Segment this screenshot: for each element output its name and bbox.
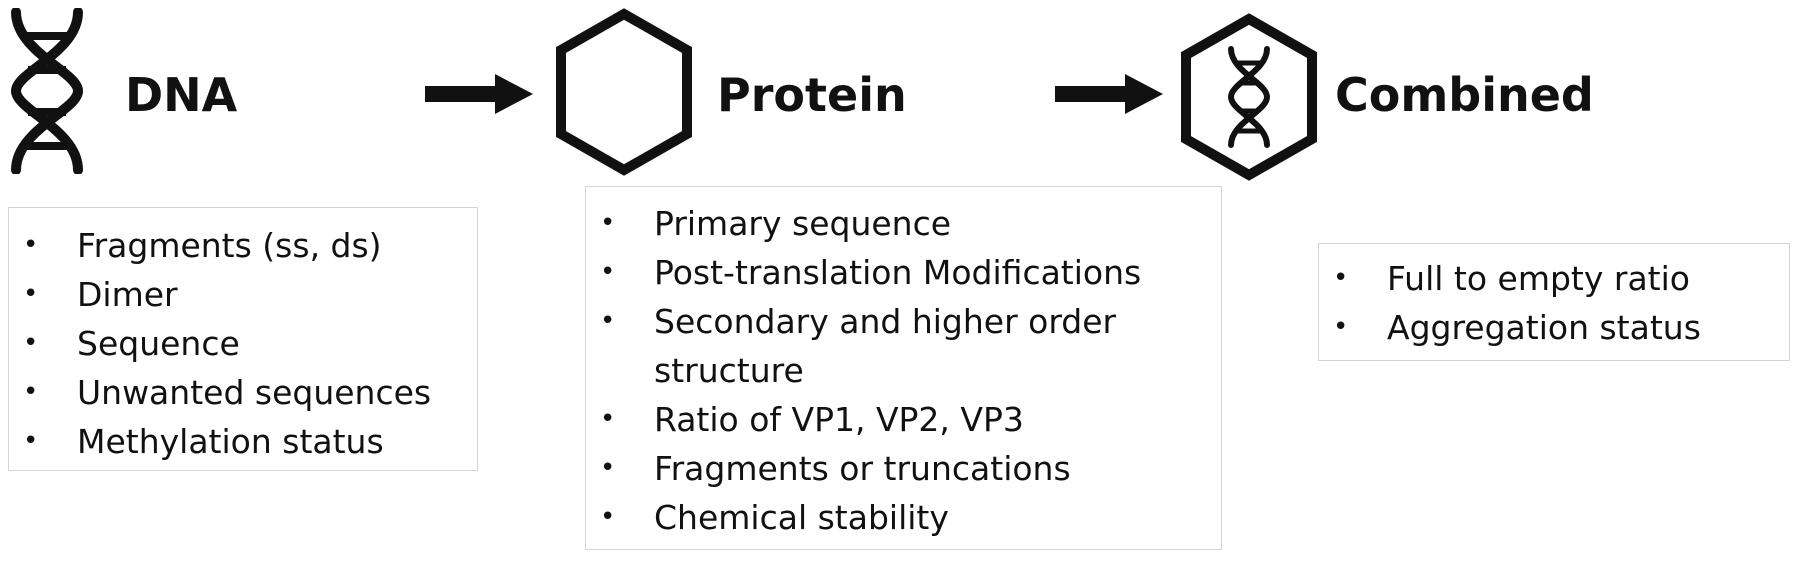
- list-item: Secondary and higher order: [586, 297, 1221, 346]
- list-item: Fragments (ss, ds): [9, 221, 477, 270]
- hexagon-icon: [553, 6, 695, 178]
- list-item: Fragments or truncations: [586, 444, 1221, 493]
- combined-title: Combined: [1335, 68, 1594, 122]
- dna-title: DNA: [125, 68, 238, 122]
- right-arrow-icon: [1055, 73, 1163, 115]
- list-item: Ratio of VP1, VP2, VP3: [586, 395, 1221, 444]
- right-arrow-icon: [425, 73, 533, 115]
- dna-helix-icon: [6, 8, 88, 174]
- protein-attributes-list: Primary sequence Post-translation Modifi…: [586, 199, 1221, 542]
- list-item: Aggregation status: [1319, 303, 1789, 352]
- dna-attributes-list: Fragments (ss, ds) Dimer Sequence Unwant…: [9, 221, 477, 466]
- hexagon-dna-icon: [1178, 11, 1320, 183]
- dna-attributes-box: Fragments (ss, ds) Dimer Sequence Unwant…: [8, 207, 478, 471]
- list-item-continuation: structure: [654, 351, 804, 390]
- list-item: Methylation status: [9, 417, 477, 466]
- protein-title: Protein: [717, 68, 907, 122]
- list-item: Primary sequence: [586, 199, 1221, 248]
- list-item: Sequence: [9, 319, 477, 368]
- combined-attributes-list: Full to empty ratio Aggregation status: [1319, 254, 1789, 352]
- list-item: Chemical stability: [586, 493, 1221, 542]
- protein-attributes-box: Primary sequence Post-translation Modifi…: [585, 186, 1222, 550]
- combined-attributes-box: Full to empty ratio Aggregation status: [1318, 243, 1790, 361]
- list-item: Full to empty ratio: [1319, 254, 1789, 303]
- list-item: Post-translation Modifications: [586, 248, 1221, 297]
- list-item: Unwanted sequences: [9, 368, 477, 417]
- list-item: Dimer: [9, 270, 477, 319]
